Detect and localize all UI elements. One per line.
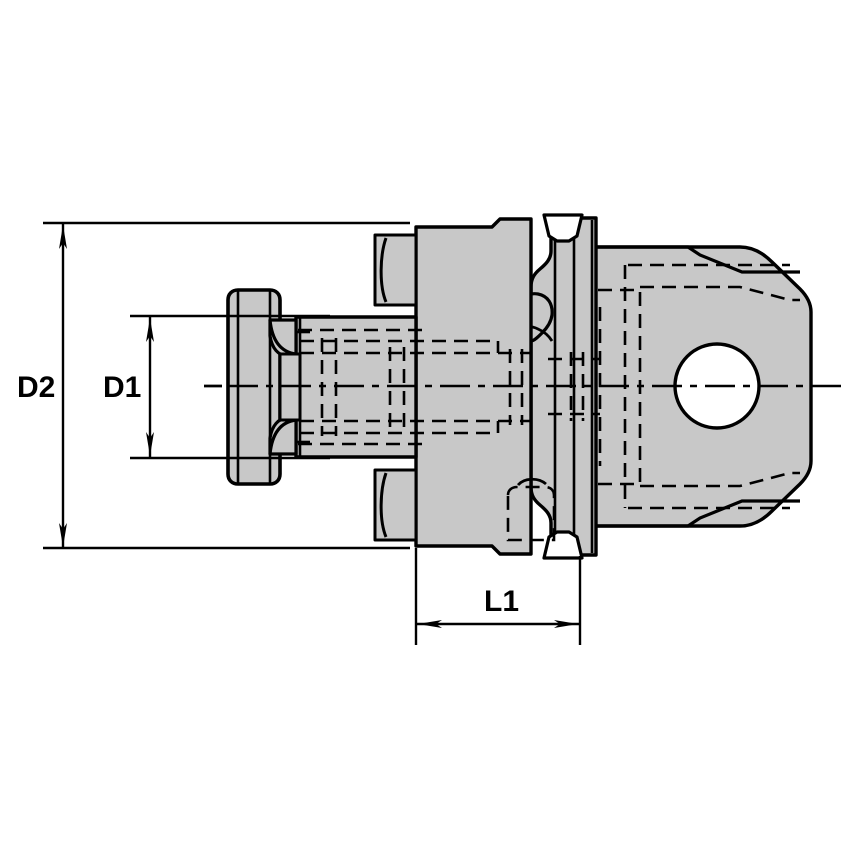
- drive-slot-lower: [373, 468, 418, 542]
- flange-groove-bottom: [542, 530, 584, 560]
- d2-arrow-top: [59, 225, 67, 249]
- d1-label: D1: [103, 371, 141, 404]
- l1-arrow-left: [418, 620, 442, 628]
- hidden-bore-step-bottom: [300, 421, 500, 435]
- taper-lower-ridge: [596, 499, 800, 528]
- hidden-notch-lower: [506, 485, 556, 542]
- taper-upper-ridge: [596, 245, 800, 274]
- hidden-taper-cone-bottom: [640, 471, 800, 488]
- hidden-bore-step-top: [300, 339, 500, 353]
- flange-groove-top: [542, 213, 584, 243]
- dimension-d2: D2: [17, 221, 410, 550]
- hidden-taper-cone-top: [640, 285, 800, 302]
- dimension-d1: D1: [103, 314, 330, 460]
- drive-slot-upper: [373, 233, 418, 307]
- d1-arrow-bottom: [146, 432, 154, 456]
- l1-arrow-right: [554, 620, 578, 628]
- d1-arrow-top: [146, 318, 154, 342]
- dimension-l1: L1: [414, 548, 582, 645]
- drive-slot-upper-curve: [379, 237, 388, 303]
- l1-label: L1: [484, 585, 519, 618]
- d2-arrow-bottom: [59, 523, 67, 547]
- drive-slot-lower-curve: [379, 472, 388, 538]
- notch-arc-lower: [516, 477, 547, 487]
- d2-label: D2: [17, 371, 55, 404]
